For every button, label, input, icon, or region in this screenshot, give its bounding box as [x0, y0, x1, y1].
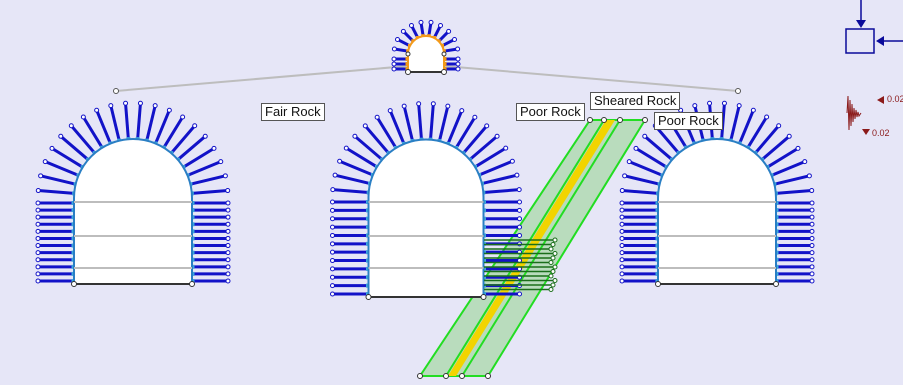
- history-max-value: 0.02: [887, 94, 903, 104]
- rock-bolt[interactable]: [70, 124, 96, 155]
- excavation-boundary[interactable]: [367, 138, 485, 298]
- rock-bolt[interactable]: [375, 116, 398, 149]
- excavation-boundary[interactable]: [407, 35, 445, 73]
- label-fair-rock[interactable]: Fair Rock: [261, 103, 325, 121]
- vertex-node[interactable]: [617, 117, 623, 123]
- rock-bolt[interactable]: [754, 124, 780, 155]
- label-poor-rock-right[interactable]: Poor Rock: [654, 112, 723, 130]
- rock-bolt[interactable]: [468, 135, 499, 161]
- shear-zone[interactable]: [417, 117, 648, 379]
- vertex-node[interactable]: [642, 117, 648, 123]
- vertex-node[interactable]: [601, 117, 607, 123]
- rock-bolt[interactable]: [624, 174, 660, 186]
- tunnel-top-pilot[interactable]: [391, 19, 461, 75]
- label-poor-rock-left[interactable]: Poor Rock: [516, 103, 585, 121]
- shear-zone-bolt-cluster[interactable]: [484, 237, 558, 292]
- rock-bolt[interactable]: [774, 174, 810, 186]
- triangle-down-icon: [862, 129, 870, 135]
- rock-bolt[interactable]: [654, 124, 680, 155]
- tunnel-middle[interactable]: [330, 101, 522, 300]
- rock-bolt[interactable]: [454, 116, 477, 149]
- sheared-rock-core[interactable]: [448, 120, 615, 376]
- rock-bolt[interactable]: [345, 146, 378, 169]
- excavation-boundary[interactable]: [657, 138, 777, 285]
- rock-bolt[interactable]: [40, 174, 76, 186]
- rock-bolt[interactable]: [635, 147, 668, 169]
- shear-zone-divider-left: [445, 119, 605, 377]
- rock-bolt[interactable]: [145, 105, 157, 141]
- history-plot-icon[interactable]: [846, 95, 884, 135]
- rock-bolt[interactable]: [720, 103, 726, 140]
- rock-bolt[interactable]: [746, 116, 768, 149]
- rock-bolt[interactable]: [775, 189, 812, 195]
- label-sheared-rock[interactable]: Sheared Rock: [590, 92, 681, 110]
- vertex-node[interactable]: [485, 373, 491, 379]
- rock-bolt[interactable]: [402, 105, 415, 142]
- rock-bolt[interactable]: [51, 147, 84, 169]
- rock-bolt[interactable]: [643, 135, 674, 161]
- rock-bolt[interactable]: [170, 124, 196, 155]
- vertex-node[interactable]: [459, 373, 465, 379]
- rock-bolt[interactable]: [770, 160, 806, 177]
- boundary-condition-icon[interactable]: [845, 0, 903, 54]
- rock-bolt[interactable]: [82, 116, 104, 149]
- rock-bolt[interactable]: [44, 160, 80, 177]
- excavation-boundary[interactable]: [73, 138, 193, 285]
- rock-bolt[interactable]: [182, 147, 215, 169]
- rock-bolt[interactable]: [339, 159, 374, 177]
- rock-bolt[interactable]: [186, 160, 222, 177]
- rock-bolt[interactable]: [483, 188, 520, 194]
- rock-bolt[interactable]: [190, 174, 226, 186]
- rock-bolt[interactable]: [766, 147, 799, 169]
- rock-bolt[interactable]: [95, 109, 112, 145]
- rock-bolt[interactable]: [462, 124, 488, 155]
- rock-bolt[interactable]: [481, 173, 518, 186]
- triangle-left-icon: [877, 96, 884, 104]
- rock-bolt[interactable]: [760, 135, 791, 161]
- shear-zone-divider-right: [461, 119, 621, 377]
- rock-bolt[interactable]: [729, 105, 741, 141]
- rock-bolt[interactable]: [622, 189, 659, 195]
- rock-bolt[interactable]: [124, 103, 130, 140]
- rock-bolt[interactable]: [191, 189, 228, 195]
- rock-bolt[interactable]: [738, 109, 755, 145]
- rock-bolt[interactable]: [332, 188, 369, 194]
- rock-bolt[interactable]: [417, 103, 423, 140]
- rock-bolt[interactable]: [446, 110, 464, 145]
- vertex-node[interactable]: [443, 373, 449, 379]
- model-connectors: [113, 65, 741, 94]
- rock-bolt[interactable]: [388, 110, 406, 145]
- vertex-node[interactable]: [417, 373, 423, 379]
- rock-bolt[interactable]: [38, 189, 75, 195]
- rock-bolt[interactable]: [334, 173, 371, 186]
- rock-bolt[interactable]: [353, 135, 384, 161]
- rock-bolt[interactable]: [429, 103, 435, 140]
- rock-bolt[interactable]: [474, 146, 507, 169]
- rock-bolt[interactable]: [59, 135, 90, 161]
- rock-bolt[interactable]: [628, 160, 664, 177]
- rock-bolt[interactable]: [437, 105, 450, 142]
- rock-bolt[interactable]: [154, 109, 171, 145]
- rock-bolt[interactable]: [109, 105, 121, 141]
- rock-bolt[interactable]: [162, 116, 184, 149]
- rock-bolt[interactable]: [364, 124, 390, 155]
- vertex-node[interactable]: [587, 117, 593, 123]
- rock-bolt[interactable]: [136, 103, 142, 140]
- rock-bolt[interactable]: [176, 135, 207, 161]
- rock-bolt[interactable]: [478, 159, 513, 177]
- tunnel-left[interactable]: [35, 100, 231, 287]
- history-min-value: 0.02: [872, 128, 890, 138]
